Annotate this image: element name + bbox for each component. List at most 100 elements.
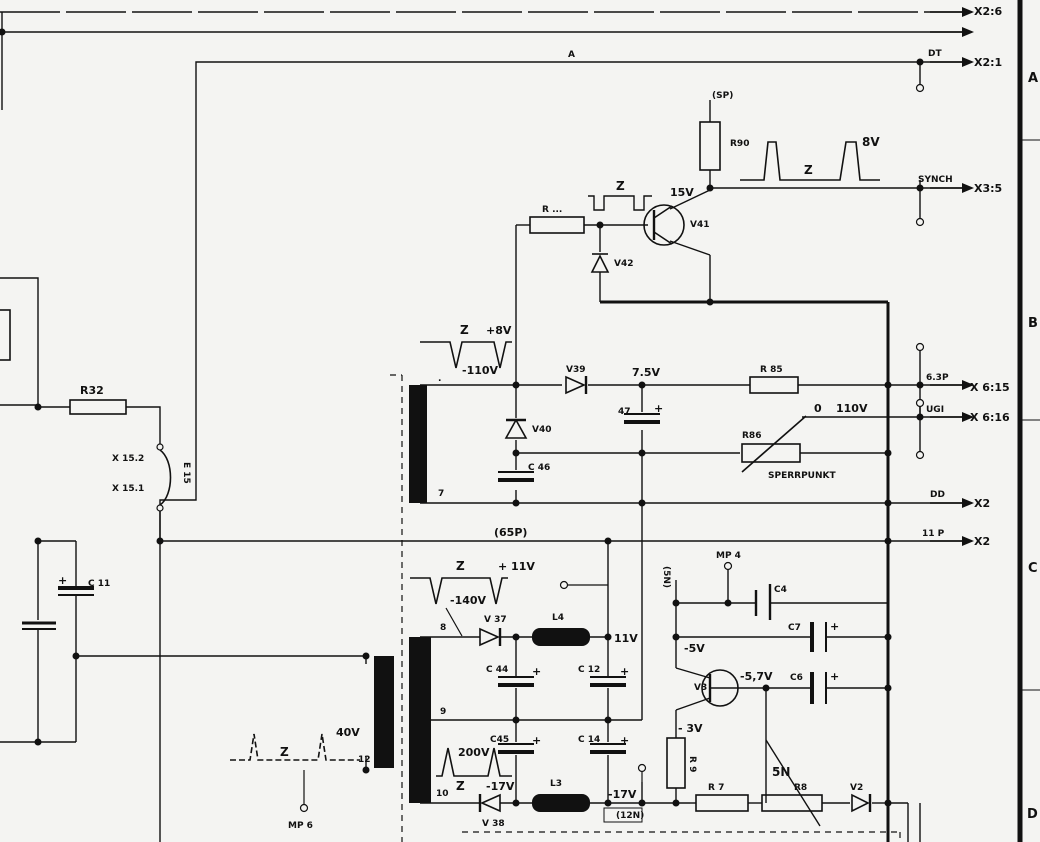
- v38-label: V 38: [482, 819, 505, 829]
- c11-label: C 11: [88, 579, 110, 589]
- v39-label: V39: [566, 365, 586, 375]
- minus17v-a-label: -17V: [486, 780, 515, 793]
- minus5v-label: -5V: [684, 642, 705, 655]
- synch-label: SYNCH: [918, 175, 953, 185]
- net-11p-label: 11 P: [922, 529, 945, 539]
- x15-2-label: X 15.2: [112, 454, 144, 464]
- diode-v39: [565, 375, 588, 395]
- resistor-base: [529, 216, 585, 234]
- c46-label: C 46: [528, 463, 550, 473]
- minus3v-label: - 3V: [678, 722, 703, 735]
- r85-label: R 85: [760, 365, 783, 375]
- c47-label: 47: [618, 407, 631, 417]
- r7-label: R 7: [708, 783, 724, 793]
- v110-label: 110V: [836, 402, 868, 415]
- net-a-label: A: [568, 50, 575, 60]
- r86-wiper: [741, 415, 807, 473]
- capacitor-c14: [590, 743, 626, 754]
- diode-v40: [504, 418, 528, 439]
- plus8v-label: +8V: [486, 324, 512, 337]
- v11-label: 11V: [614, 632, 638, 645]
- z4b-label: Z: [456, 779, 465, 793]
- v15-label: 15V: [670, 186, 694, 199]
- c4-label: C4: [774, 585, 787, 595]
- z-pulse-label: Z: [616, 179, 625, 193]
- z3-label: Z: [456, 559, 465, 573]
- grid-label-b: B: [1028, 316, 1038, 331]
- grid-label-d: D: [1027, 807, 1038, 822]
- diode-v2: [851, 793, 872, 813]
- minus110v-label: -110V: [462, 364, 499, 377]
- junction-dots: [0, 28, 924, 807]
- x2-b-label: X2: [974, 535, 990, 548]
- v37-label: V 37: [484, 615, 507, 625]
- mp6-label: MP 6: [288, 821, 313, 831]
- transformer-lower: [409, 637, 431, 803]
- grid-label-c: C: [1028, 561, 1038, 576]
- x15-1-label: X 15.1: [112, 484, 144, 494]
- wires: [0, 11, 970, 842]
- transformer-left: [374, 656, 394, 768]
- diode-v42: [590, 253, 610, 273]
- v3-label: V3: [694, 683, 707, 693]
- resistor-r90: [699, 121, 721, 171]
- output-arrows: [930, 7, 974, 546]
- c14-plus: +: [620, 734, 629, 747]
- pin8-label: 8: [440, 623, 446, 633]
- minus17v-b-label: -17V: [608, 788, 637, 801]
- transformer-upper: [409, 385, 427, 503]
- waveform-z-pulse: [588, 195, 652, 211]
- net-ugi-label: UGI: [926, 405, 944, 415]
- capacitor-c44: [498, 676, 534, 687]
- c44-label: C 44: [486, 665, 508, 675]
- e15-label: E 15: [181, 462, 191, 484]
- mp4-label: MP 4: [716, 551, 741, 561]
- r8-label: R8: [794, 783, 807, 793]
- l3-label: L3: [550, 779, 562, 789]
- waveform-minus140v: [410, 577, 508, 605]
- l4-label: L4: [552, 613, 564, 623]
- x2-a-label: X2: [974, 497, 990, 510]
- capacitor-left: [22, 621, 56, 630]
- net-12n-label: (12N): [616, 811, 644, 821]
- resistor-r8: [761, 794, 823, 812]
- sheet-frame: [1017, 0, 1040, 842]
- pin-upper-bottom: 7: [438, 489, 444, 499]
- c7-label: C7: [788, 623, 801, 633]
- resistor-r7: [695, 794, 749, 812]
- grid-label-a: A: [1028, 71, 1038, 86]
- waveform-minus110v: [420, 341, 512, 369]
- x2-1-label: X2:1: [974, 56, 1002, 69]
- transistor-v3: [701, 669, 740, 707]
- r90-label: R90: [730, 139, 749, 149]
- diode-v37: [479, 627, 502, 647]
- connector-x15: [159, 449, 172, 506]
- capacitor-c11: [58, 586, 94, 596]
- resistor-r9: [666, 737, 686, 789]
- net-65p-label: (65P): [494, 526, 527, 539]
- capacitor-c4: [754, 584, 772, 620]
- sp-label: (SP): [712, 91, 733, 101]
- c7-plus: +: [830, 620, 839, 633]
- module-outline: [390, 374, 901, 842]
- r-base-label: R ...: [542, 205, 562, 215]
- v2-label: V2: [850, 783, 863, 793]
- c14-label: C 14: [578, 735, 600, 745]
- net-12n-box: [603, 807, 643, 823]
- net-dt-label: DT: [928, 49, 942, 59]
- minus57v-label: -5,7V: [740, 670, 773, 683]
- capacitor-c6: [810, 672, 827, 704]
- v200-label: 200V: [458, 746, 490, 759]
- x3-5-label: X3:5: [974, 182, 1002, 195]
- capacitor-c47: [624, 413, 660, 424]
- c12-label: C 12: [578, 665, 600, 675]
- net-63p-label: 6.3P: [926, 373, 949, 383]
- v42-label: V42: [614, 259, 634, 269]
- c47-plus: +: [654, 402, 663, 415]
- waveform-minus17v: [436, 747, 512, 777]
- pin-upper-top: .: [438, 374, 441, 384]
- resistor-r85: [749, 376, 799, 394]
- z2-label: Z: [460, 323, 469, 337]
- v40-label: V40: [532, 425, 552, 435]
